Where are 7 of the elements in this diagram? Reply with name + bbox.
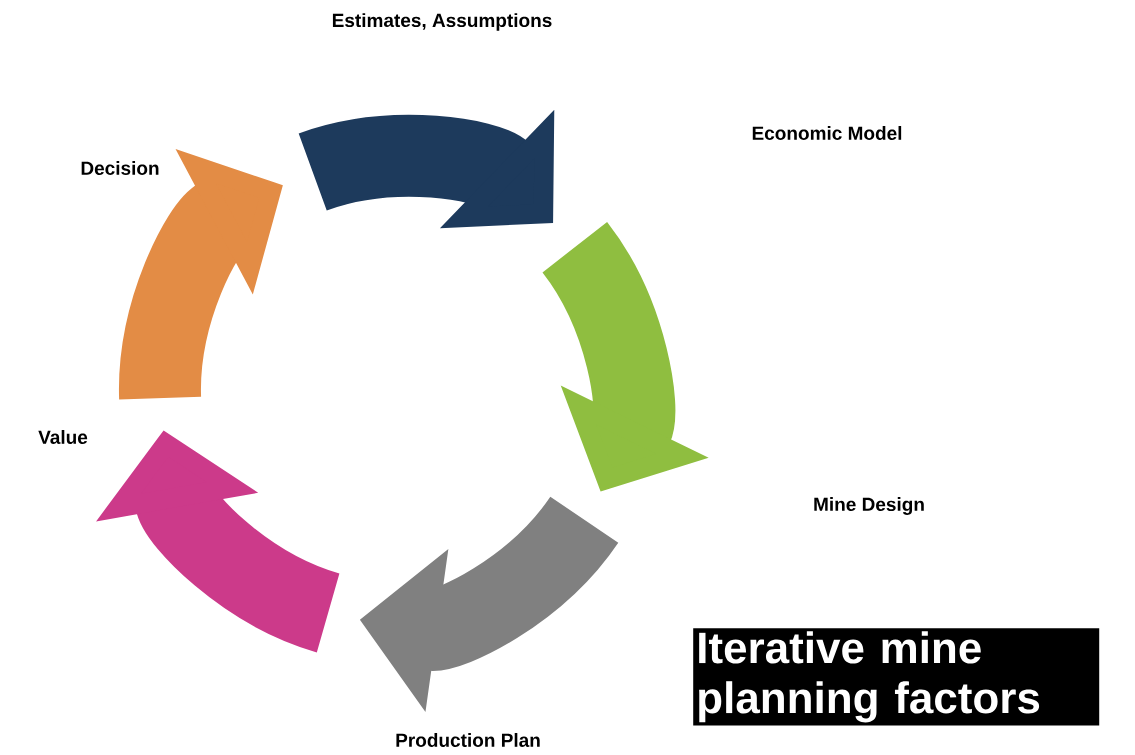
step-label: Value: [38, 430, 88, 444]
step-label: Decision: [81, 161, 159, 175]
step-label: Production Plan: [396, 733, 540, 747]
title-box: Iterative mine planning factors: [693, 628, 1100, 726]
step-label: Economic Model: [752, 126, 902, 140]
step-label: Estimates, Assumptions: [332, 13, 552, 31]
step-label: Mine Design: [814, 497, 924, 515]
